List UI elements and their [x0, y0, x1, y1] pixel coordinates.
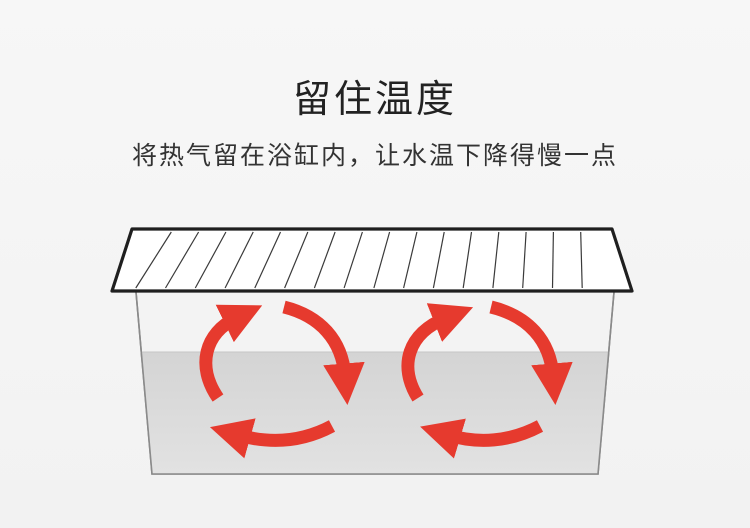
cover-slat — [164, 231, 200, 289]
cover-slat — [224, 231, 254, 289]
cover-slat — [492, 231, 500, 289]
feature-subtitle: 将热气留在浴缸内，让水温下降得慢一点 — [131, 141, 618, 170]
cover-slat — [373, 231, 391, 289]
cover-slat — [343, 231, 363, 289]
cover-slat — [403, 231, 418, 289]
bath-cover-icon — [110, 227, 634, 293]
cover-slat — [432, 231, 445, 289]
cover-slat — [522, 231, 527, 289]
circulation-arrow-icon — [199, 300, 365, 459]
cover-slat — [284, 231, 309, 289]
cover-slat — [462, 231, 473, 289]
cover-slat — [194, 231, 227, 289]
cover-slat — [135, 231, 172, 289]
cover-slat — [254, 231, 282, 289]
arrow-left-up — [199, 304, 263, 402]
arrow-right-right — [489, 300, 573, 406]
arrow-right-up — [401, 303, 474, 402]
arrow-right-bottom — [420, 418, 544, 459]
cover-slat — [313, 231, 336, 289]
cover-slat — [580, 231, 583, 289]
feature-title: 留住温度 — [292, 77, 457, 121]
circulation-arrow-icon — [401, 300, 573, 459]
cover-slat — [551, 231, 554, 289]
arrow-left-bottom — [209, 418, 336, 459]
arrow-left-right — [282, 300, 365, 406]
